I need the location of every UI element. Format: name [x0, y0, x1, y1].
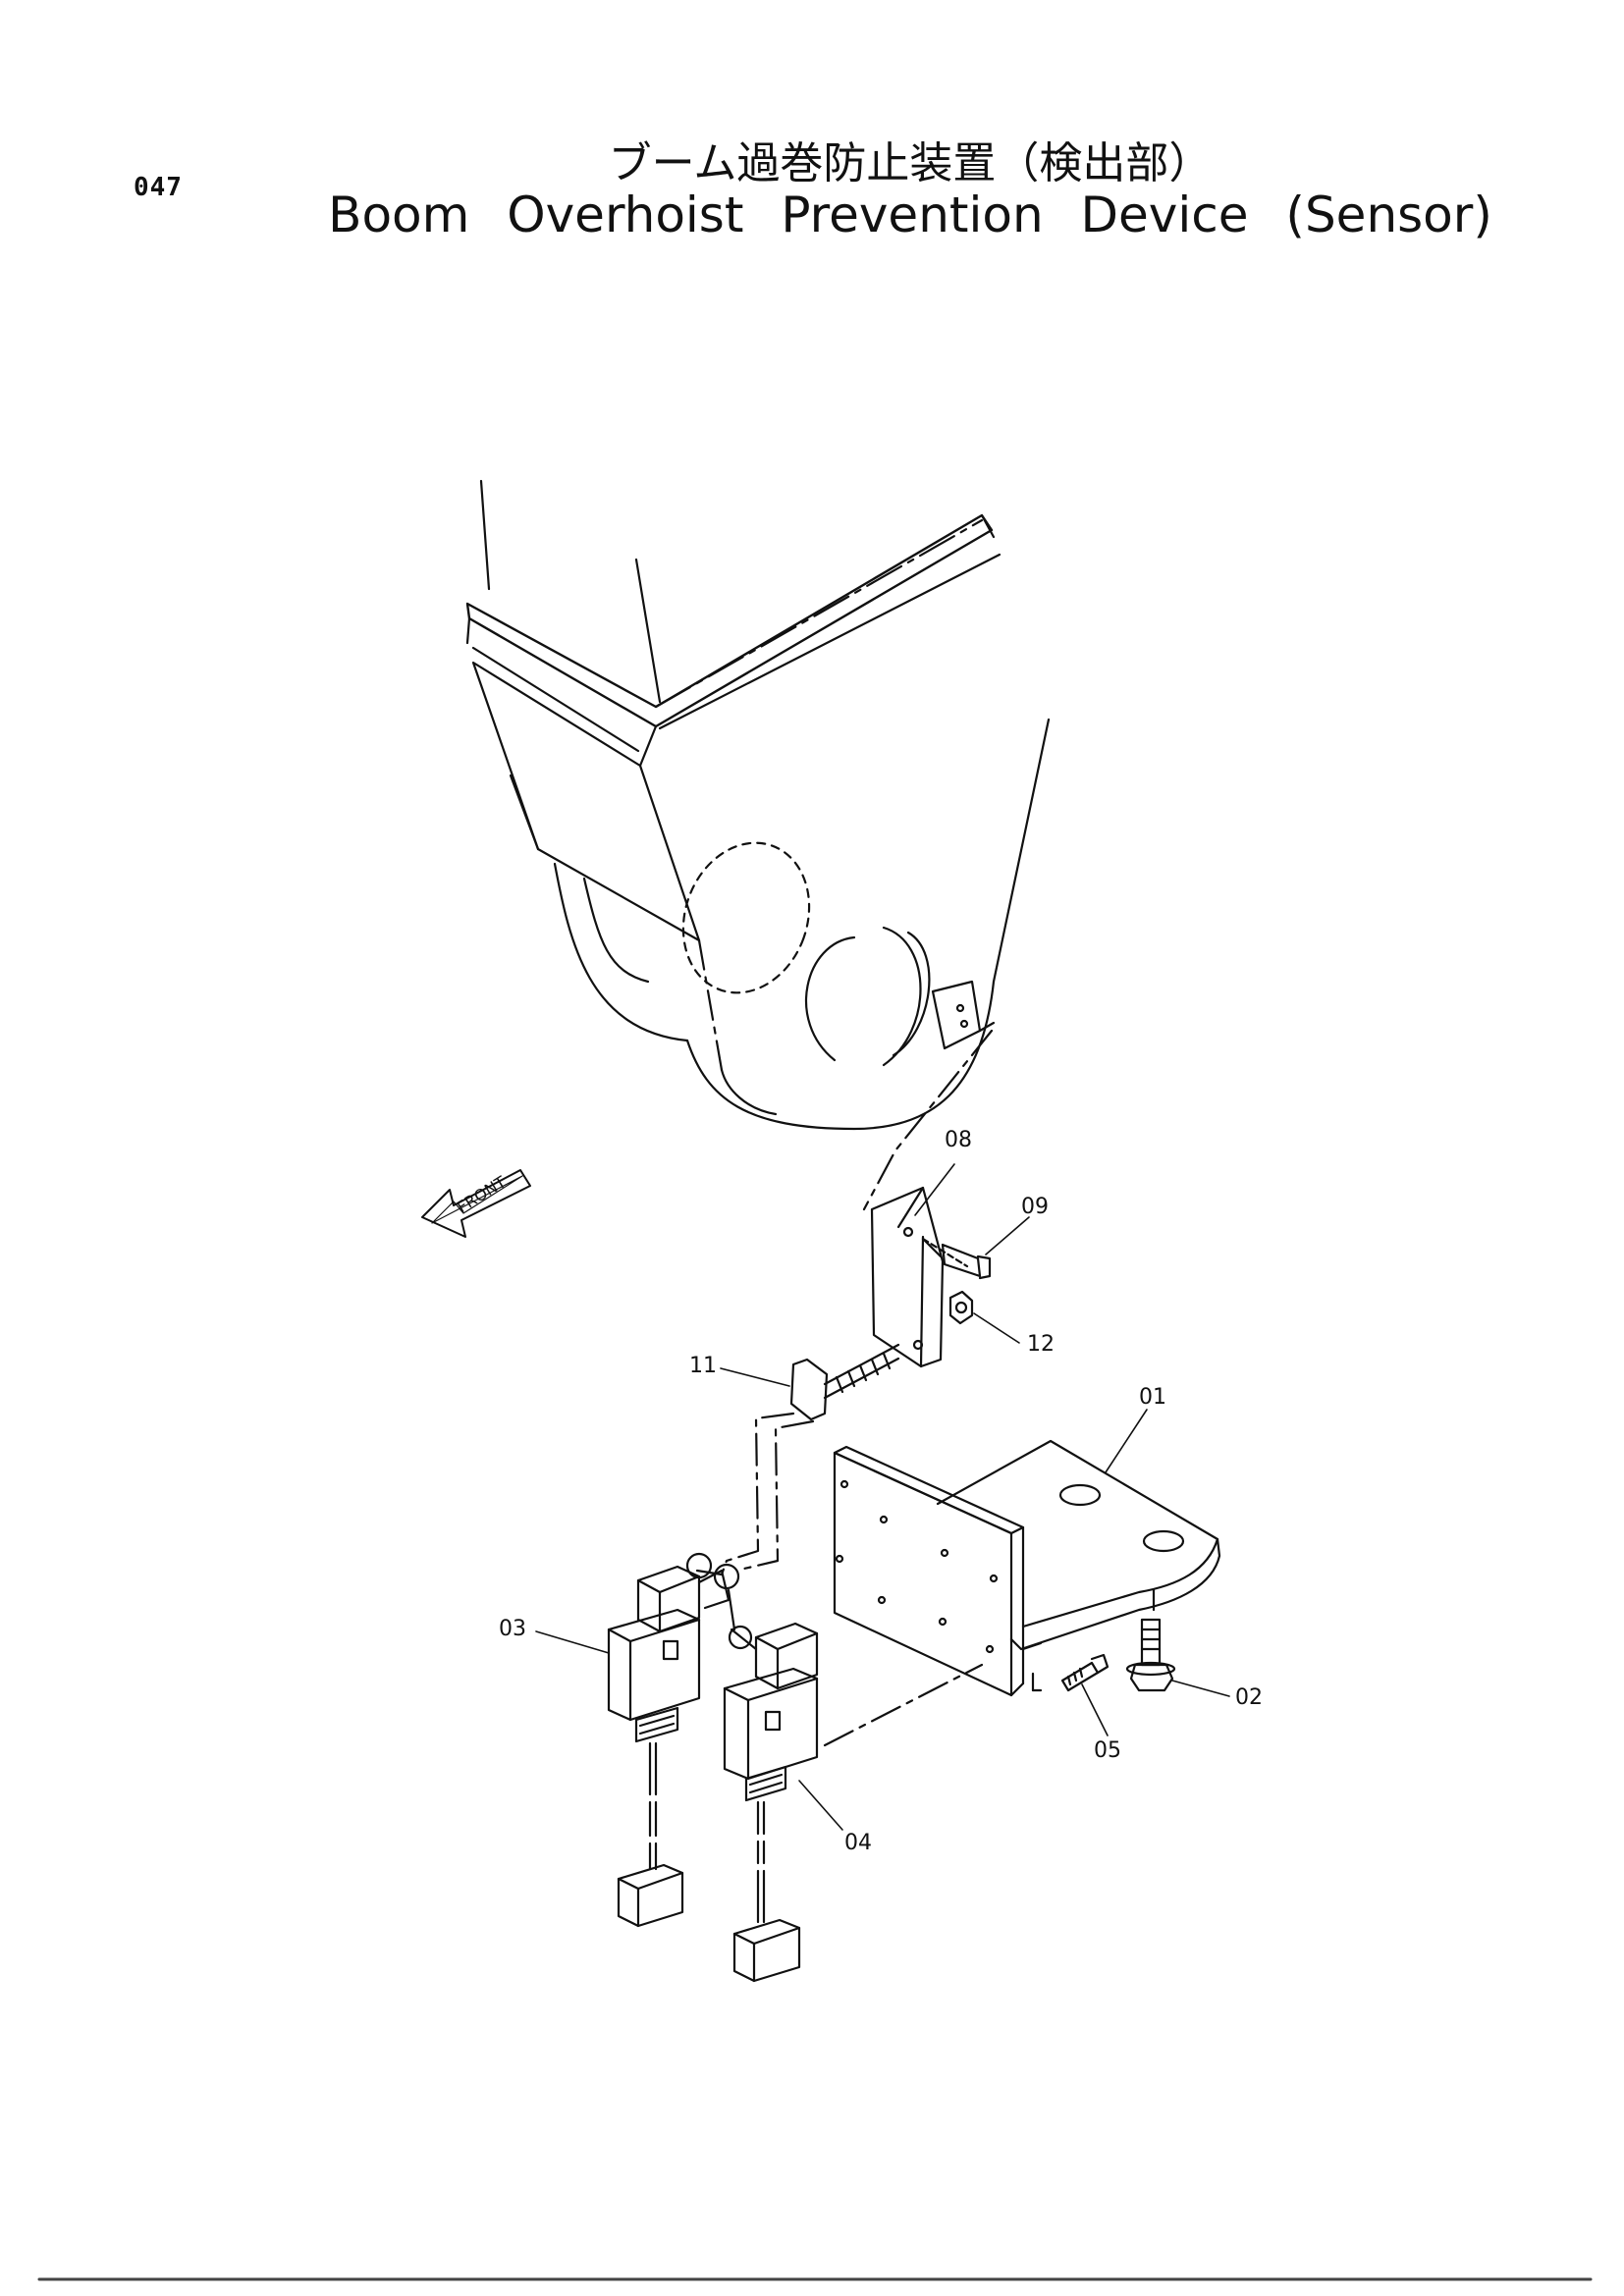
part-03-limit-switch [607, 1552, 740, 1928]
leader-lines [535, 1163, 1230, 1831]
part-label-11: 11 [689, 1354, 717, 1378]
part-02-bolt [1125, 1618, 1176, 1692]
part-09-bolt [921, 1237, 992, 1280]
part-12-nut [948, 1290, 974, 1325]
part-label-03: 03 [499, 1617, 526, 1641]
part-01-bracket [833, 1439, 1221, 1697]
part-05-bolt [1060, 1653, 1110, 1692]
part-label-05: 05 [1094, 1738, 1121, 1763]
part-08-bracket [870, 1186, 945, 1368]
page-number: 047 [134, 173, 183, 202]
boom-structure [465, 479, 1051, 1131]
part-label-04: 04 [844, 1831, 872, 1855]
part-label-02: 02 [1235, 1685, 1263, 1710]
front-arrow [421, 1169, 531, 1238]
part-label-01: 01 [1139, 1385, 1166, 1410]
title-english: Boom Overhoist Prevention Device (Sensor… [328, 187, 1492, 243]
part-label-12: 12 [1027, 1332, 1055, 1357]
title-japanese: ブーム過巻防止装置（検出部） [608, 138, 1213, 188]
part-label-09: 09 [1021, 1195, 1049, 1219]
part-04-limit-switch [723, 1622, 819, 1983]
part-11-striker [789, 1343, 900, 1421]
part-label-08: 08 [945, 1128, 972, 1152]
